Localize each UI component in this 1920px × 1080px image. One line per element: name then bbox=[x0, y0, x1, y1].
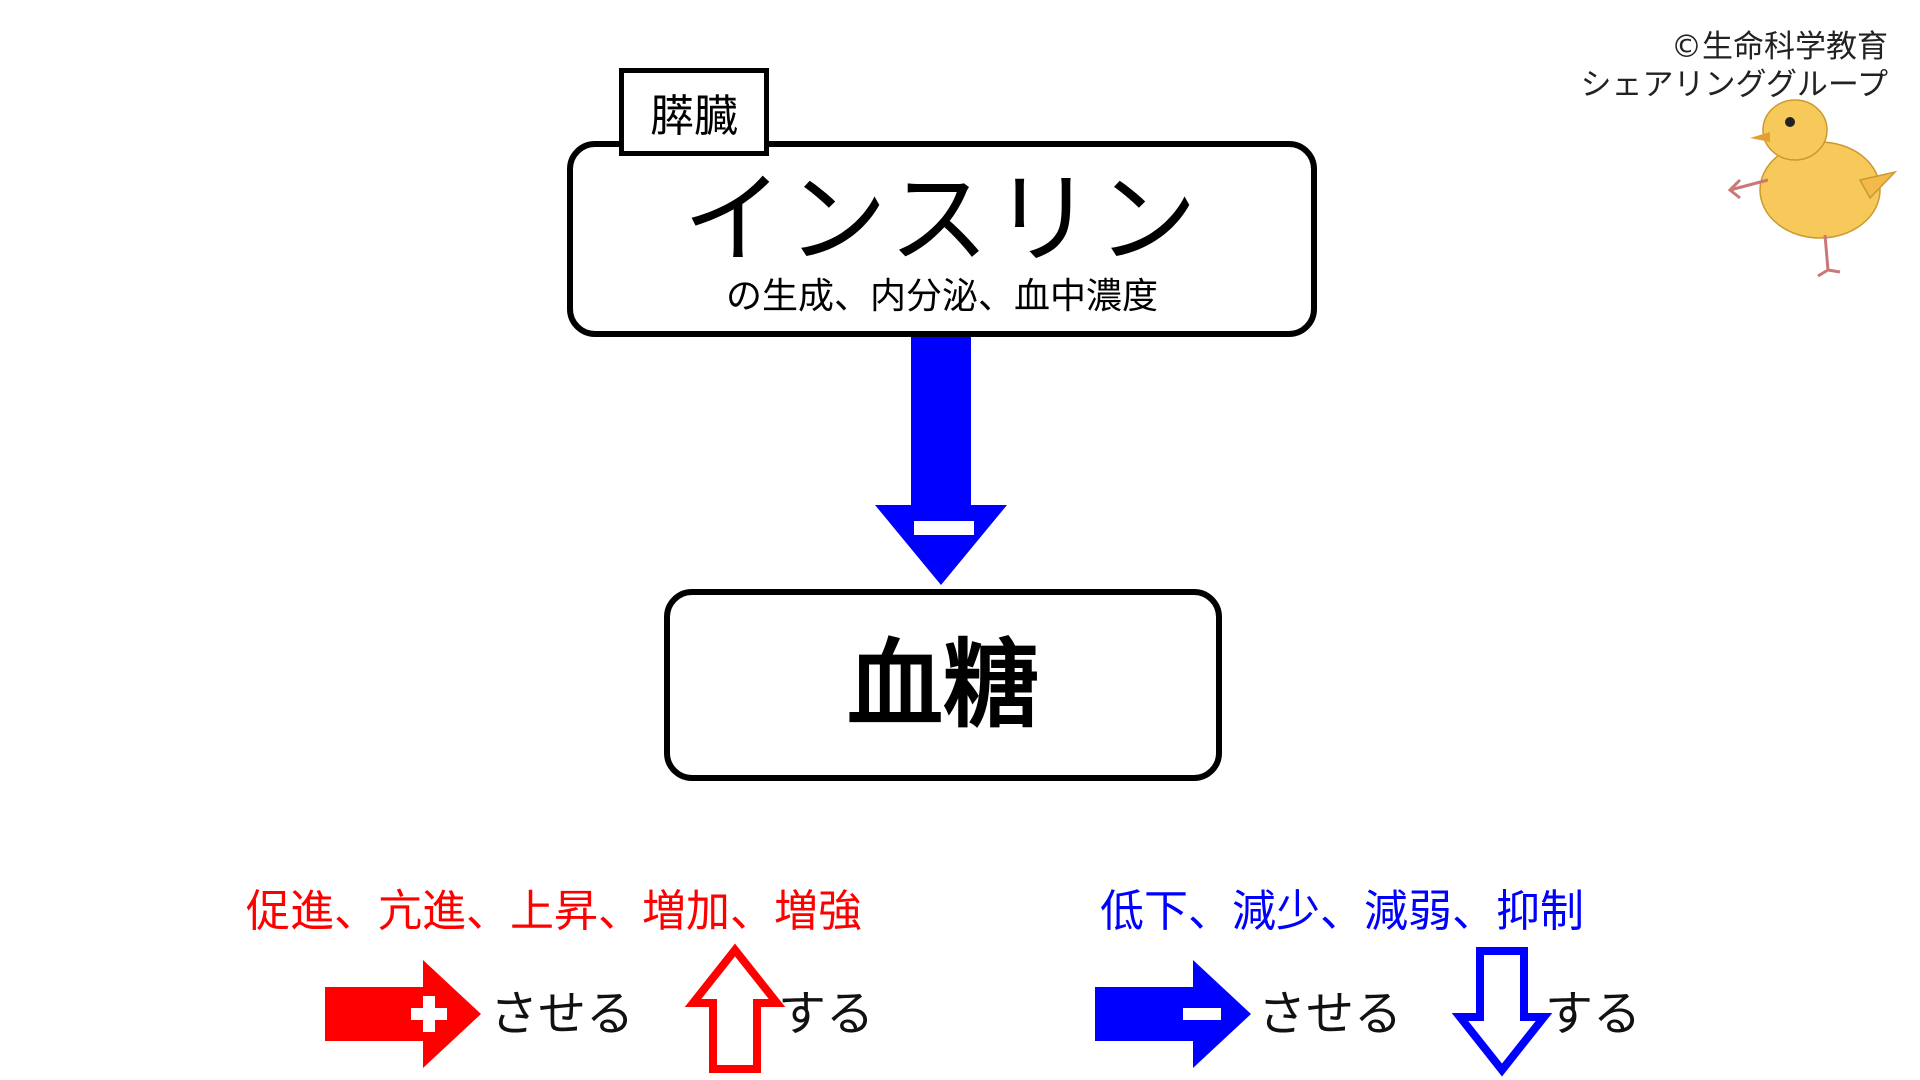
copyright-line-2: シェアリンググループ bbox=[1580, 67, 1888, 103]
copyright-line-1: ©生命科学教育 bbox=[1671, 29, 1888, 65]
source-node: インスリン の生成、内分泌、血中濃度 bbox=[567, 141, 1317, 337]
legend-positive-updown-label: する bbox=[778, 986, 875, 1042]
copyright: ©生命科学教育 シェアリンググループ bbox=[1580, 28, 1888, 104]
organ-tag: 膵臓 bbox=[619, 68, 769, 156]
plus-arrow-icon bbox=[325, 960, 481, 1068]
target-label: 血糖 bbox=[847, 629, 1039, 741]
minus-sign-icon bbox=[914, 521, 974, 535]
minus-arrow-icon bbox=[1095, 960, 1251, 1068]
target-node: 血糖 bbox=[664, 589, 1222, 781]
down-arrow-icon bbox=[1451, 947, 1553, 1077]
inhibition-arrow bbox=[875, 337, 1007, 585]
chick-mascot-icon bbox=[1727, 99, 1898, 278]
source-subtitle: の生成、内分泌、血中濃度 bbox=[725, 276, 1158, 317]
legend-positive-words: 促進、亢進、上昇、増加、増強 bbox=[246, 886, 862, 937]
legend-negative-arrow-label: させる bbox=[1258, 986, 1403, 1042]
legend-negative-words: 低下、減少、減弱、抑制 bbox=[1100, 886, 1584, 937]
up-arrow-icon bbox=[684, 943, 786, 1073]
source-title: インスリン bbox=[683, 161, 1201, 278]
legend-negative-updown-label: する bbox=[1545, 986, 1642, 1042]
legend-positive-arrow-label: させる bbox=[490, 986, 635, 1042]
